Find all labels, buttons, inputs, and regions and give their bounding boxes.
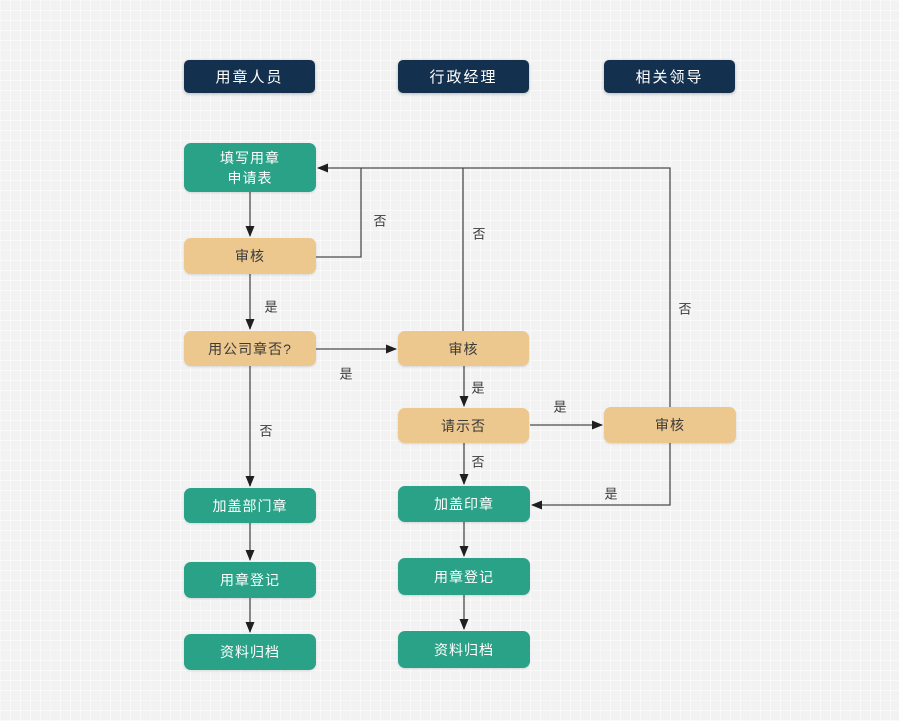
edge-label-yes-review3: 是 bbox=[604, 486, 618, 502]
edge-label-no-review3: 否 bbox=[678, 301, 692, 317]
edge-label-yes-ask: 是 bbox=[553, 399, 567, 415]
node-official-seal-stamp[interactable]: 加盖印章 bbox=[398, 486, 530, 522]
edge-label-yes-question: 是 bbox=[339, 366, 353, 382]
lane-header-related-leader[interactable]: 相关领导 bbox=[604, 60, 735, 93]
edge-label-no-ask: 否 bbox=[471, 454, 485, 470]
node-seal-register-1[interactable]: 用章登记 bbox=[184, 562, 316, 598]
edge-label-yes-review2: 是 bbox=[471, 380, 485, 396]
node-company-seal-question[interactable]: 用公司章否? bbox=[184, 331, 316, 366]
edge-label-no-review1: 否 bbox=[373, 213, 387, 229]
edge-no-review1-branch bbox=[316, 168, 362, 258]
node-review-3[interactable]: 审核 bbox=[604, 407, 736, 443]
lane-header-admin-manager[interactable]: 行政经理 bbox=[398, 60, 529, 93]
edge-review3-to-stamp bbox=[531, 443, 671, 510]
node-seal-register-2[interactable]: 用章登记 bbox=[398, 558, 530, 595]
edge-label-no-question: 否 bbox=[259, 423, 273, 439]
node-archive-1[interactable]: 资料归档 bbox=[184, 634, 316, 670]
node-dept-seal-stamp[interactable]: 加盖部门章 bbox=[184, 488, 316, 523]
node-fill-application[interactable]: 填写用章 申请表 bbox=[184, 143, 316, 192]
edge-no-feedback-trunk bbox=[317, 163, 671, 407]
node-review-2[interactable]: 审核 bbox=[398, 331, 529, 366]
edge-label-no-review2: 否 bbox=[472, 226, 486, 242]
node-ask-leader-question[interactable]: 请示否 bbox=[398, 408, 529, 443]
node-archive-2[interactable]: 资料归档 bbox=[398, 631, 530, 668]
lane-header-seal-user[interactable]: 用章人员 bbox=[184, 60, 315, 93]
node-review-1[interactable]: 审核 bbox=[184, 238, 316, 274]
edge-label-yes-review1: 是 bbox=[264, 299, 278, 315]
